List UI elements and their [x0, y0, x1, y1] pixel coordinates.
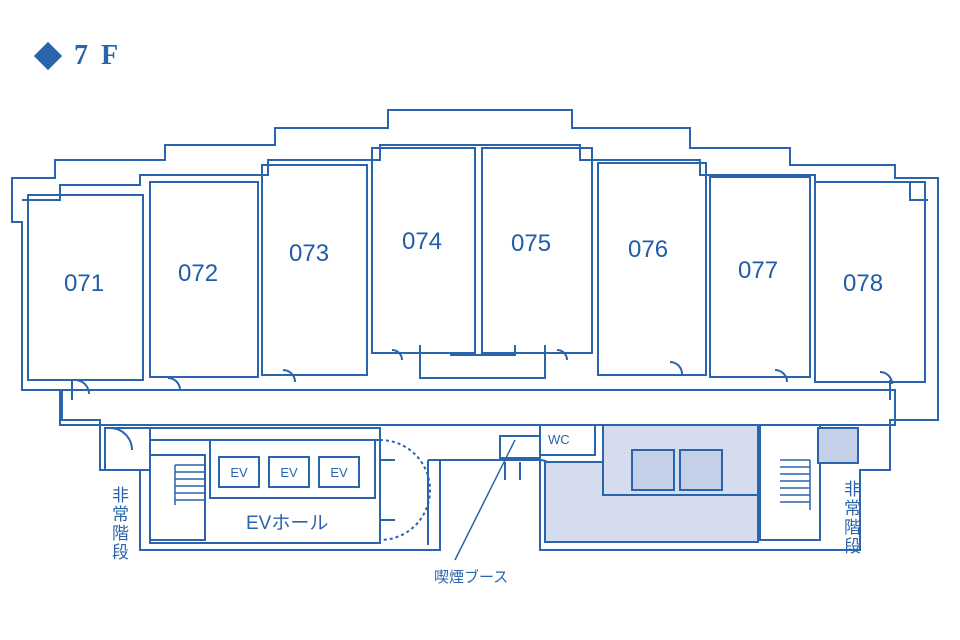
- stairs-left-label: 非常階段: [109, 486, 128, 562]
- ev-hall-label: EVホール: [246, 513, 329, 534]
- room-073: 073: [289, 240, 330, 267]
- room-074: 074: [402, 228, 443, 255]
- building-outline: [11, 109, 939, 551]
- elevator-1: EV: [218, 456, 260, 488]
- room-078: 078: [843, 270, 884, 297]
- room-box-071: [27, 194, 144, 381]
- room-076: 076: [628, 236, 669, 263]
- room-072: 072: [178, 260, 219, 287]
- wc-room: [539, 424, 596, 456]
- room-071: 071: [64, 270, 105, 297]
- elevator-3: EV: [318, 456, 360, 488]
- stairs-right-label: 非常階段: [841, 480, 860, 556]
- wc-label: WC: [548, 432, 570, 447]
- room-box-075: [481, 147, 593, 354]
- room-box-074: [371, 147, 476, 354]
- corridor: [59, 389, 896, 426]
- room-box-073: [261, 164, 368, 376]
- room-box-077: [709, 176, 811, 378]
- elevator-2: EV: [268, 456, 310, 488]
- room-075: 075: [511, 230, 552, 257]
- stairs-left: [149, 454, 206, 541]
- room-box-072: [149, 181, 259, 378]
- smoking-booth-label: 喫煙ブース: [434, 569, 509, 586]
- floor-heading: 7 F: [33, 40, 122, 72]
- room-box-076: [597, 162, 707, 376]
- room-box-078: [814, 181, 926, 383]
- stairs-right: [759, 424, 821, 541]
- floor-label: 7 F: [74, 40, 122, 71]
- room-077: 077: [738, 257, 779, 284]
